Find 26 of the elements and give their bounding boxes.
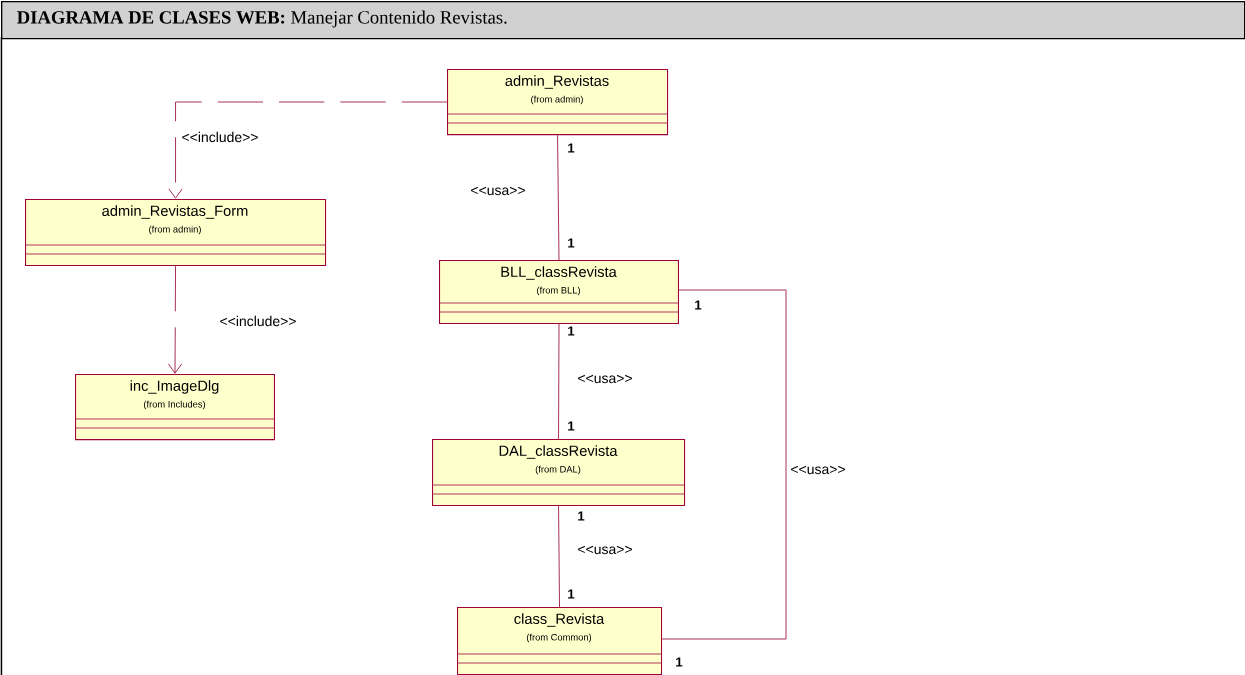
class-box: DAL_classRevista (from DAL) xyxy=(431,439,686,507)
connector xyxy=(557,134,560,261)
class-box: BLL_classRevista (from BLL) xyxy=(438,260,679,324)
class-box: class_Revista (from Common) xyxy=(456,607,663,675)
connector xyxy=(168,101,448,199)
class-box: inc_ImageDlg (from Includes) xyxy=(74,374,275,441)
class-box: admin_Revistas_Form (from admin) xyxy=(24,199,327,267)
connector xyxy=(661,289,787,640)
edge-label: <<usa>> xyxy=(469,185,527,197)
connector xyxy=(558,505,560,608)
multiplicity-label: 1 xyxy=(568,238,575,248)
edge-label: <<usa>> xyxy=(576,544,634,556)
edge-label: <<usa>> xyxy=(576,373,634,385)
multiplicity-label: 1 xyxy=(568,421,575,431)
multiplicity-label: 1 xyxy=(568,143,575,153)
class-box: admin_Revistas (from admin) xyxy=(446,69,669,136)
multiplicity-label: 1 xyxy=(676,657,683,667)
edge-label: <<usa>> xyxy=(789,464,847,476)
title-bar: DIAGRAMA DE CLASES WEB: Manejar Contenido Revistas. xyxy=(1,1,1245,40)
multiplicity-label: 1 xyxy=(568,589,575,599)
edge-label: <<include>> xyxy=(180,130,260,144)
connector xyxy=(167,265,183,374)
multiplicity-label: 1 xyxy=(695,300,702,310)
connector xyxy=(558,323,560,440)
multiplicity-label: 1 xyxy=(568,326,575,336)
edge-label: <<include>> xyxy=(218,314,298,328)
